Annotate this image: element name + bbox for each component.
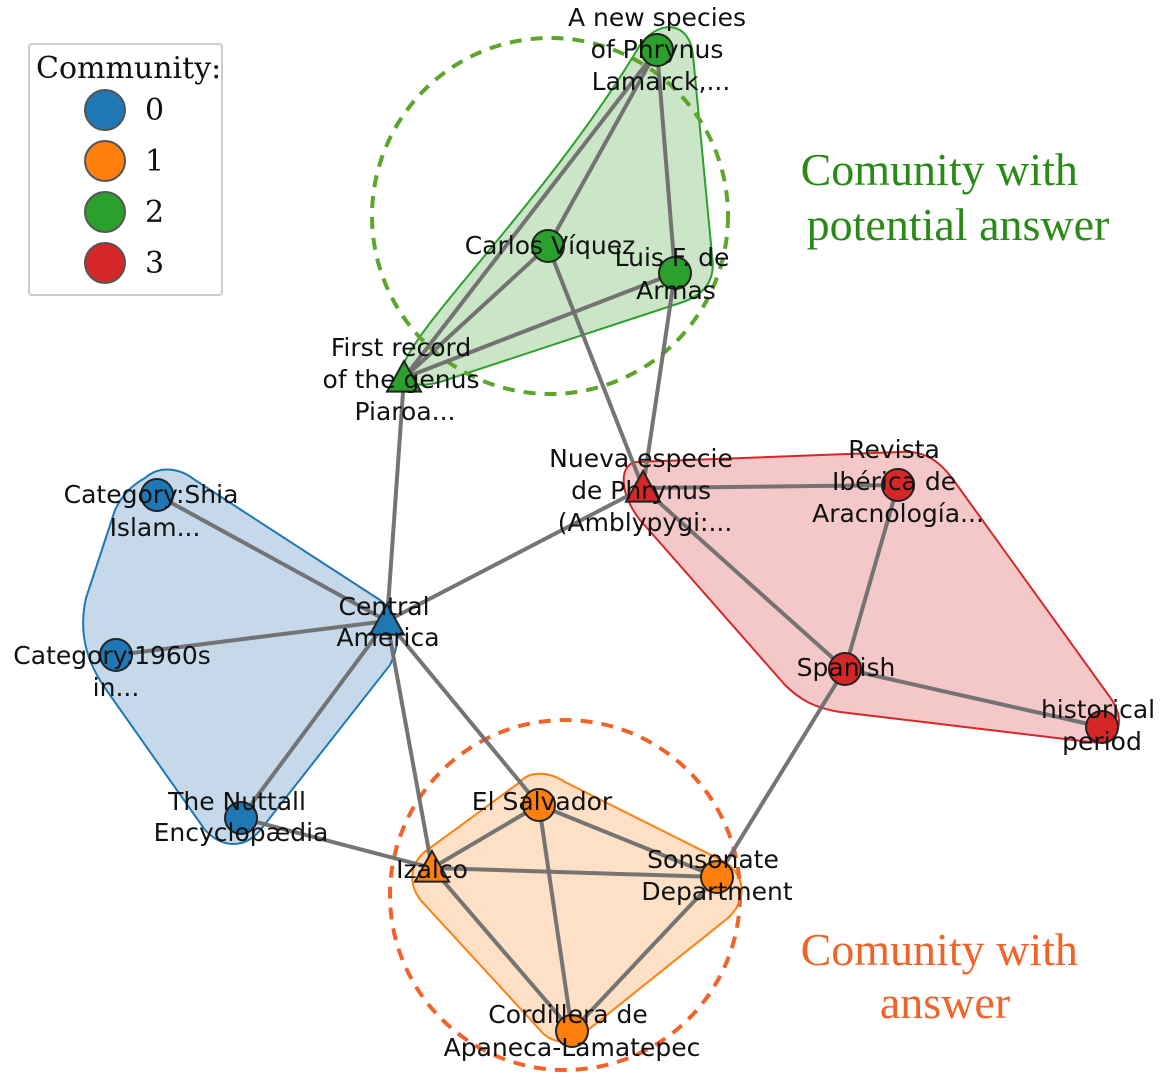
edge-izalco-cordillera xyxy=(430,866,574,1033)
legend-marker-2 xyxy=(84,191,126,233)
node-labels: A new species of Phrynus Lamarck,... Car… xyxy=(13,3,1163,1062)
edge-phrynus_new-armas xyxy=(655,49,677,274)
node-revista xyxy=(881,468,915,502)
edge-piaroa-central xyxy=(385,377,406,622)
node-label-cordillera: Cordillera de Apaneca-Lamatepec xyxy=(444,1000,701,1062)
node-label-historical: historical period xyxy=(1041,695,1163,756)
edge-armas-piaroa xyxy=(403,271,676,380)
edge-central-izalco xyxy=(385,620,434,869)
node-phrynus_new xyxy=(640,33,674,67)
node-label-spanish: Spanish xyxy=(797,653,896,682)
edge-izalco-sonsonate xyxy=(431,866,718,879)
legend-marker-0 xyxy=(84,89,126,131)
node-sonsonate xyxy=(700,860,734,894)
edge-armas-nueva xyxy=(641,272,677,489)
edge-central-salvador xyxy=(385,619,541,807)
hull-community-2 xyxy=(402,26,714,386)
legend: Community: 0 1 2 3 xyxy=(28,43,223,296)
edge-phrynus_new-viquez xyxy=(546,49,659,247)
edge-cat1960-central xyxy=(115,619,388,657)
edge-salvador-cordillera xyxy=(537,804,574,1032)
node-central xyxy=(368,601,406,636)
node-nueva xyxy=(624,468,662,503)
node-spanish xyxy=(828,652,862,686)
node-label-sonsonate: Sonsonate Department xyxy=(641,845,792,906)
annotations: Comunity with potential answer Comunity … xyxy=(801,144,1110,1028)
edge-izalco-salvador xyxy=(430,803,541,870)
node-izalco xyxy=(413,848,451,883)
edge-nuttall-central xyxy=(239,619,389,820)
edge-viquez-piaroa xyxy=(402,244,550,380)
legend-marker-3 xyxy=(84,242,126,284)
node-shia xyxy=(140,478,174,512)
answer-circle xyxy=(388,718,742,1072)
node-viquez xyxy=(531,229,565,263)
node-label-central: Central America xyxy=(336,592,439,652)
node-piaroa xyxy=(385,358,423,393)
node-label-phrynus-new: A new species of Phrynus Lamarck,... xyxy=(568,3,754,96)
node-nuttall xyxy=(224,801,258,835)
node-armas xyxy=(658,256,692,290)
edge-salvador-sonsonate xyxy=(538,803,718,879)
community-hulls xyxy=(82,26,1120,1043)
node-label-viquez: Carlos Víquez xyxy=(465,231,636,260)
legend-label-3: 3 xyxy=(145,246,164,281)
legend-label-2: 2 xyxy=(145,195,164,230)
node-label-izalco: Izalco xyxy=(396,855,468,884)
hull-community-0 xyxy=(82,468,399,845)
edge-nueva-revista xyxy=(642,483,899,490)
node-salvador xyxy=(522,788,556,822)
node-label-piaroa: First record of the genus Piaroa... xyxy=(323,333,488,426)
legend-label-1: 1 xyxy=(145,144,164,179)
edge-sonsonate-cordillera xyxy=(570,875,719,1033)
node-label-nueva: Nueva especie de Phrynus (Amblypygi:... xyxy=(549,444,741,537)
node-cat1960 xyxy=(99,638,133,672)
node-historical xyxy=(1085,710,1119,744)
node-label-armas: Luis F. de Armas xyxy=(615,243,738,305)
node-label-revista: Revista Ibérica de Aracnología... xyxy=(812,435,984,528)
node-label-nuttall: The Nuttall Encyclopædia xyxy=(154,787,329,847)
edge-spanish-historical xyxy=(844,667,1103,729)
legend-box xyxy=(28,43,223,296)
edge-nueva-central xyxy=(386,486,644,623)
node-markers xyxy=(99,33,1119,1048)
edges xyxy=(115,48,1103,1033)
node-cordillera xyxy=(555,1014,589,1048)
answer-annotation: Comunity with answer xyxy=(801,924,1090,1028)
edge-nuttall-izalco xyxy=(240,816,433,870)
potential-answer-annotation: Comunity with potential answer xyxy=(801,144,1110,250)
edge-spanish-sonsonate xyxy=(715,667,847,879)
node-label-cat1960: Category:1960s in... xyxy=(13,641,218,702)
edge-phrynus_new-piaroa xyxy=(402,48,659,380)
edge-viquez-nueva xyxy=(546,245,645,489)
legend-title: Community: xyxy=(36,51,221,86)
node-label-shia: Category:Shia Islam... xyxy=(64,480,247,542)
legend-marker-1 xyxy=(84,140,126,182)
legend-items: 0 1 2 3 xyxy=(84,89,164,284)
potential-answer-circle xyxy=(370,36,730,396)
edge-revista-spanish xyxy=(843,484,900,670)
node-label-salvador: El Salvador xyxy=(472,787,613,816)
edge-nueva-spanish xyxy=(641,486,847,671)
legend-label-0: 0 xyxy=(145,93,164,128)
edge-shia-central xyxy=(156,493,388,623)
